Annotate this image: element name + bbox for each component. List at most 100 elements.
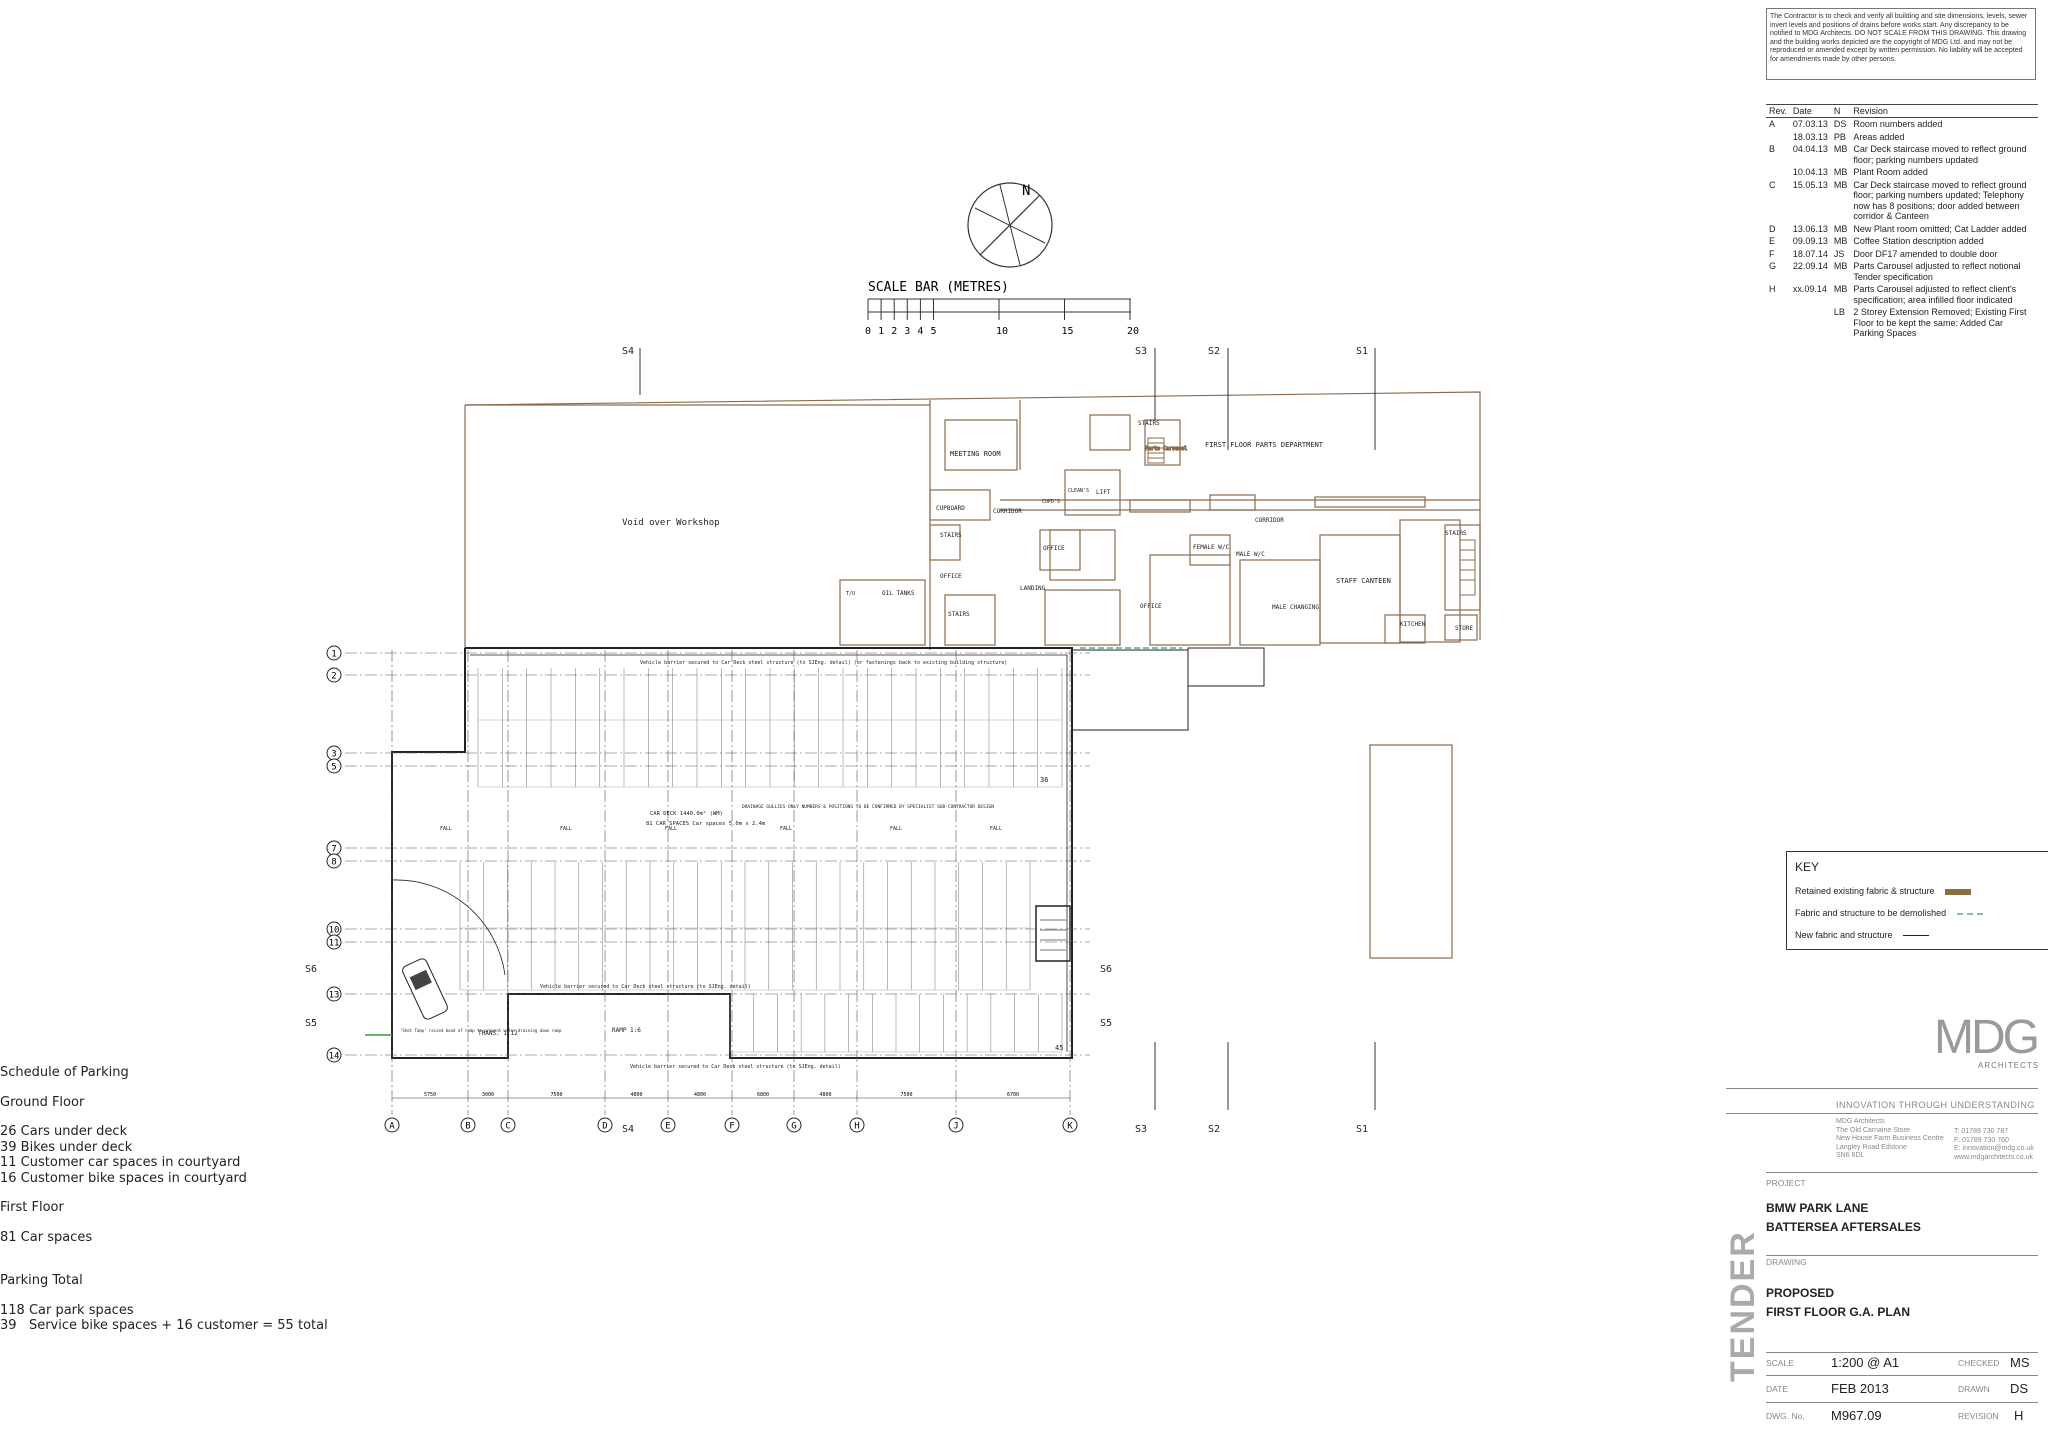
- date-value: FEB 2013: [1831, 1381, 1889, 1396]
- revision-n: MB: [1833, 144, 1848, 154]
- dimension-label: 7500: [550, 1092, 562, 1098]
- grid-row-marker: [326, 667, 342, 683]
- project-name: BMW PARK LANE: [1766, 1201, 1869, 1215]
- key-legend: KEY Retained existing fabric & structure…: [1786, 851, 2048, 950]
- dimension-label: 6700: [1007, 1092, 1019, 1098]
- room-store: STORE: [1455, 625, 1473, 632]
- grid-col-label: C: [505, 1122, 510, 1132]
- rev-header: Rev.: [1766, 104, 1790, 118]
- section-label: S4: [622, 1124, 634, 1135]
- north-arrow-icon: N: [967, 182, 1053, 268]
- revision-label: REVISION: [1958, 1411, 1999, 1421]
- room-cleaners: CLEAN'S: [1068, 488, 1089, 494]
- schedule-item: 39 Service bike spaces + 16 customer = 5…: [0, 1318, 328, 1333]
- date-label: DATE: [1766, 1384, 1789, 1394]
- svg-text:Parts Carousel: Parts Carousel: [1145, 446, 1187, 452]
- scale-row: SCALE 1:200 @ A1 CHECKED MS: [1766, 1355, 2036, 1370]
- grid-col-label: H: [854, 1122, 859, 1132]
- section-label: S6: [1100, 964, 1112, 975]
- grid-col-label: G: [791, 1122, 796, 1132]
- room-corridor: CORRIDOR: [1255, 517, 1284, 524]
- revision-rev: H: [1769, 284, 1776, 294]
- schedule-parking-total: Parking Total: [0, 1273, 83, 1288]
- rev-header: Revision: [1850, 104, 2038, 118]
- dimension-label: 6800: [757, 1092, 769, 1098]
- key-item: Fabric and structure to be demolished: [1795, 908, 1983, 918]
- revision-n: JS: [1833, 248, 1845, 259]
- revision-rev: F: [1769, 248, 1775, 259]
- room-stairs: STAIRS: [1445, 530, 1467, 537]
- rev-header: Date: [1789, 104, 1831, 118]
- revision-text: Car Deck staircase moved to reflect grou…: [1853, 179, 2027, 222]
- fall-label: FALL: [665, 826, 677, 832]
- scale-tick-label: 2: [891, 326, 897, 337]
- section-label: S5: [1100, 1018, 1112, 1029]
- address: MDG Architects The Old Carnaine Store Ne…: [1836, 1118, 1944, 1159]
- tagline: INNOVATION THROUGH UNDERSTANDING: [1836, 1100, 2035, 1110]
- dwg-row: DWG. No. M967.09 REVISION H: [1766, 1408, 2036, 1423]
- room-stairs: STAIRS: [948, 611, 970, 618]
- scale-tick-label: 10: [996, 326, 1008, 337]
- grid-col-marker: [948, 1117, 964, 1133]
- note-car-deck: CAR DECK 1440.0m² (WM): [650, 810, 723, 817]
- revision-rev: [1766, 306, 1790, 340]
- dimension-label: 3000: [482, 1092, 494, 1098]
- logo-subtitle: ARCHITECTS: [1978, 1061, 2040, 1070]
- room-stairs: STAIRS: [1138, 420, 1160, 427]
- parking-schedule: Schedule of Parking Ground Floor 26 Cars…: [0, 1065, 328, 1334]
- grid-row-label: 3: [331, 750, 336, 760]
- checked-label: CHECKED: [1958, 1358, 2000, 1368]
- section-label: S2: [1208, 346, 1220, 357]
- room-office: OFFICE: [1140, 603, 1162, 610]
- revision-date: 13.06.13: [1792, 223, 1828, 234]
- key-label: Fabric and structure to be demolished: [1795, 908, 1947, 918]
- room-stairs: STAIRS: [940, 532, 962, 539]
- schedule-item: 39 Bikes under deck: [0, 1139, 133, 1155]
- key-label: Retained existing fabric & structure: [1795, 886, 1935, 896]
- section-label: S3: [1135, 346, 1147, 357]
- note-ramp: RAMP 1:6: [612, 1027, 641, 1034]
- revision-rev: D: [1769, 223, 1776, 234]
- scale-tick-label: 4: [917, 326, 923, 337]
- section-labels: S4 S3 S2 S1 S6 S5 S6 S5 S4 S3 S2 S1: [305, 346, 1368, 1135]
- revision-rev: C: [1769, 179, 1776, 190]
- revision-date: 18.03.13: [1792, 131, 1828, 142]
- dimension-label: 7500: [900, 1092, 912, 1098]
- drawn-label: DRAWN: [1958, 1384, 1990, 1394]
- revision-rev: A: [1769, 119, 1776, 129]
- scale-label: SCALE: [1766, 1358, 1794, 1368]
- revision-date: 15.05.13: [1792, 179, 1828, 190]
- bay-count: 45: [1055, 1044, 1063, 1052]
- checked-value: MS: [2010, 1355, 2030, 1370]
- rev-header: N: [1830, 104, 1851, 118]
- revision-date: 04.04.13: [1792, 144, 1828, 154]
- revision-n: DS: [1833, 119, 1847, 129]
- room-male-changing: MALE CHANGING: [1272, 604, 1319, 611]
- room-lift: LIFT: [1096, 489, 1111, 496]
- note-ramp-band: 'Shot Tamp' raised band of ramp to preve…: [400, 1028, 562, 1033]
- room-void: Void over Workshop: [622, 518, 720, 528]
- title-block: The Contractor is to check and verify al…: [1724, 0, 2048, 1431]
- north-label: N: [1022, 183, 1030, 199]
- grid-col-label: J: [953, 1122, 958, 1132]
- grid-row-marker: [326, 934, 342, 950]
- grid-col-marker: [460, 1117, 476, 1133]
- key-title: KEY: [1795, 860, 1820, 874]
- section-label: S4: [622, 346, 634, 357]
- project-name: BATTERSEA AFTERSALES: [1766, 1220, 1921, 1234]
- grid-col-marker: [660, 1117, 676, 1133]
- revision-text: Plant Room added: [1853, 167, 1928, 177]
- bay-count: 36: [1040, 776, 1048, 784]
- grid-col-marker: [724, 1117, 740, 1133]
- grid-col-label: B: [465, 1122, 470, 1132]
- revision-date: [1790, 306, 1831, 340]
- revision-rev: [1766, 131, 1790, 144]
- grid-row-marker: [326, 758, 342, 774]
- grid-col-marker: [849, 1117, 865, 1133]
- room-landing: LANDING: [1020, 585, 1046, 592]
